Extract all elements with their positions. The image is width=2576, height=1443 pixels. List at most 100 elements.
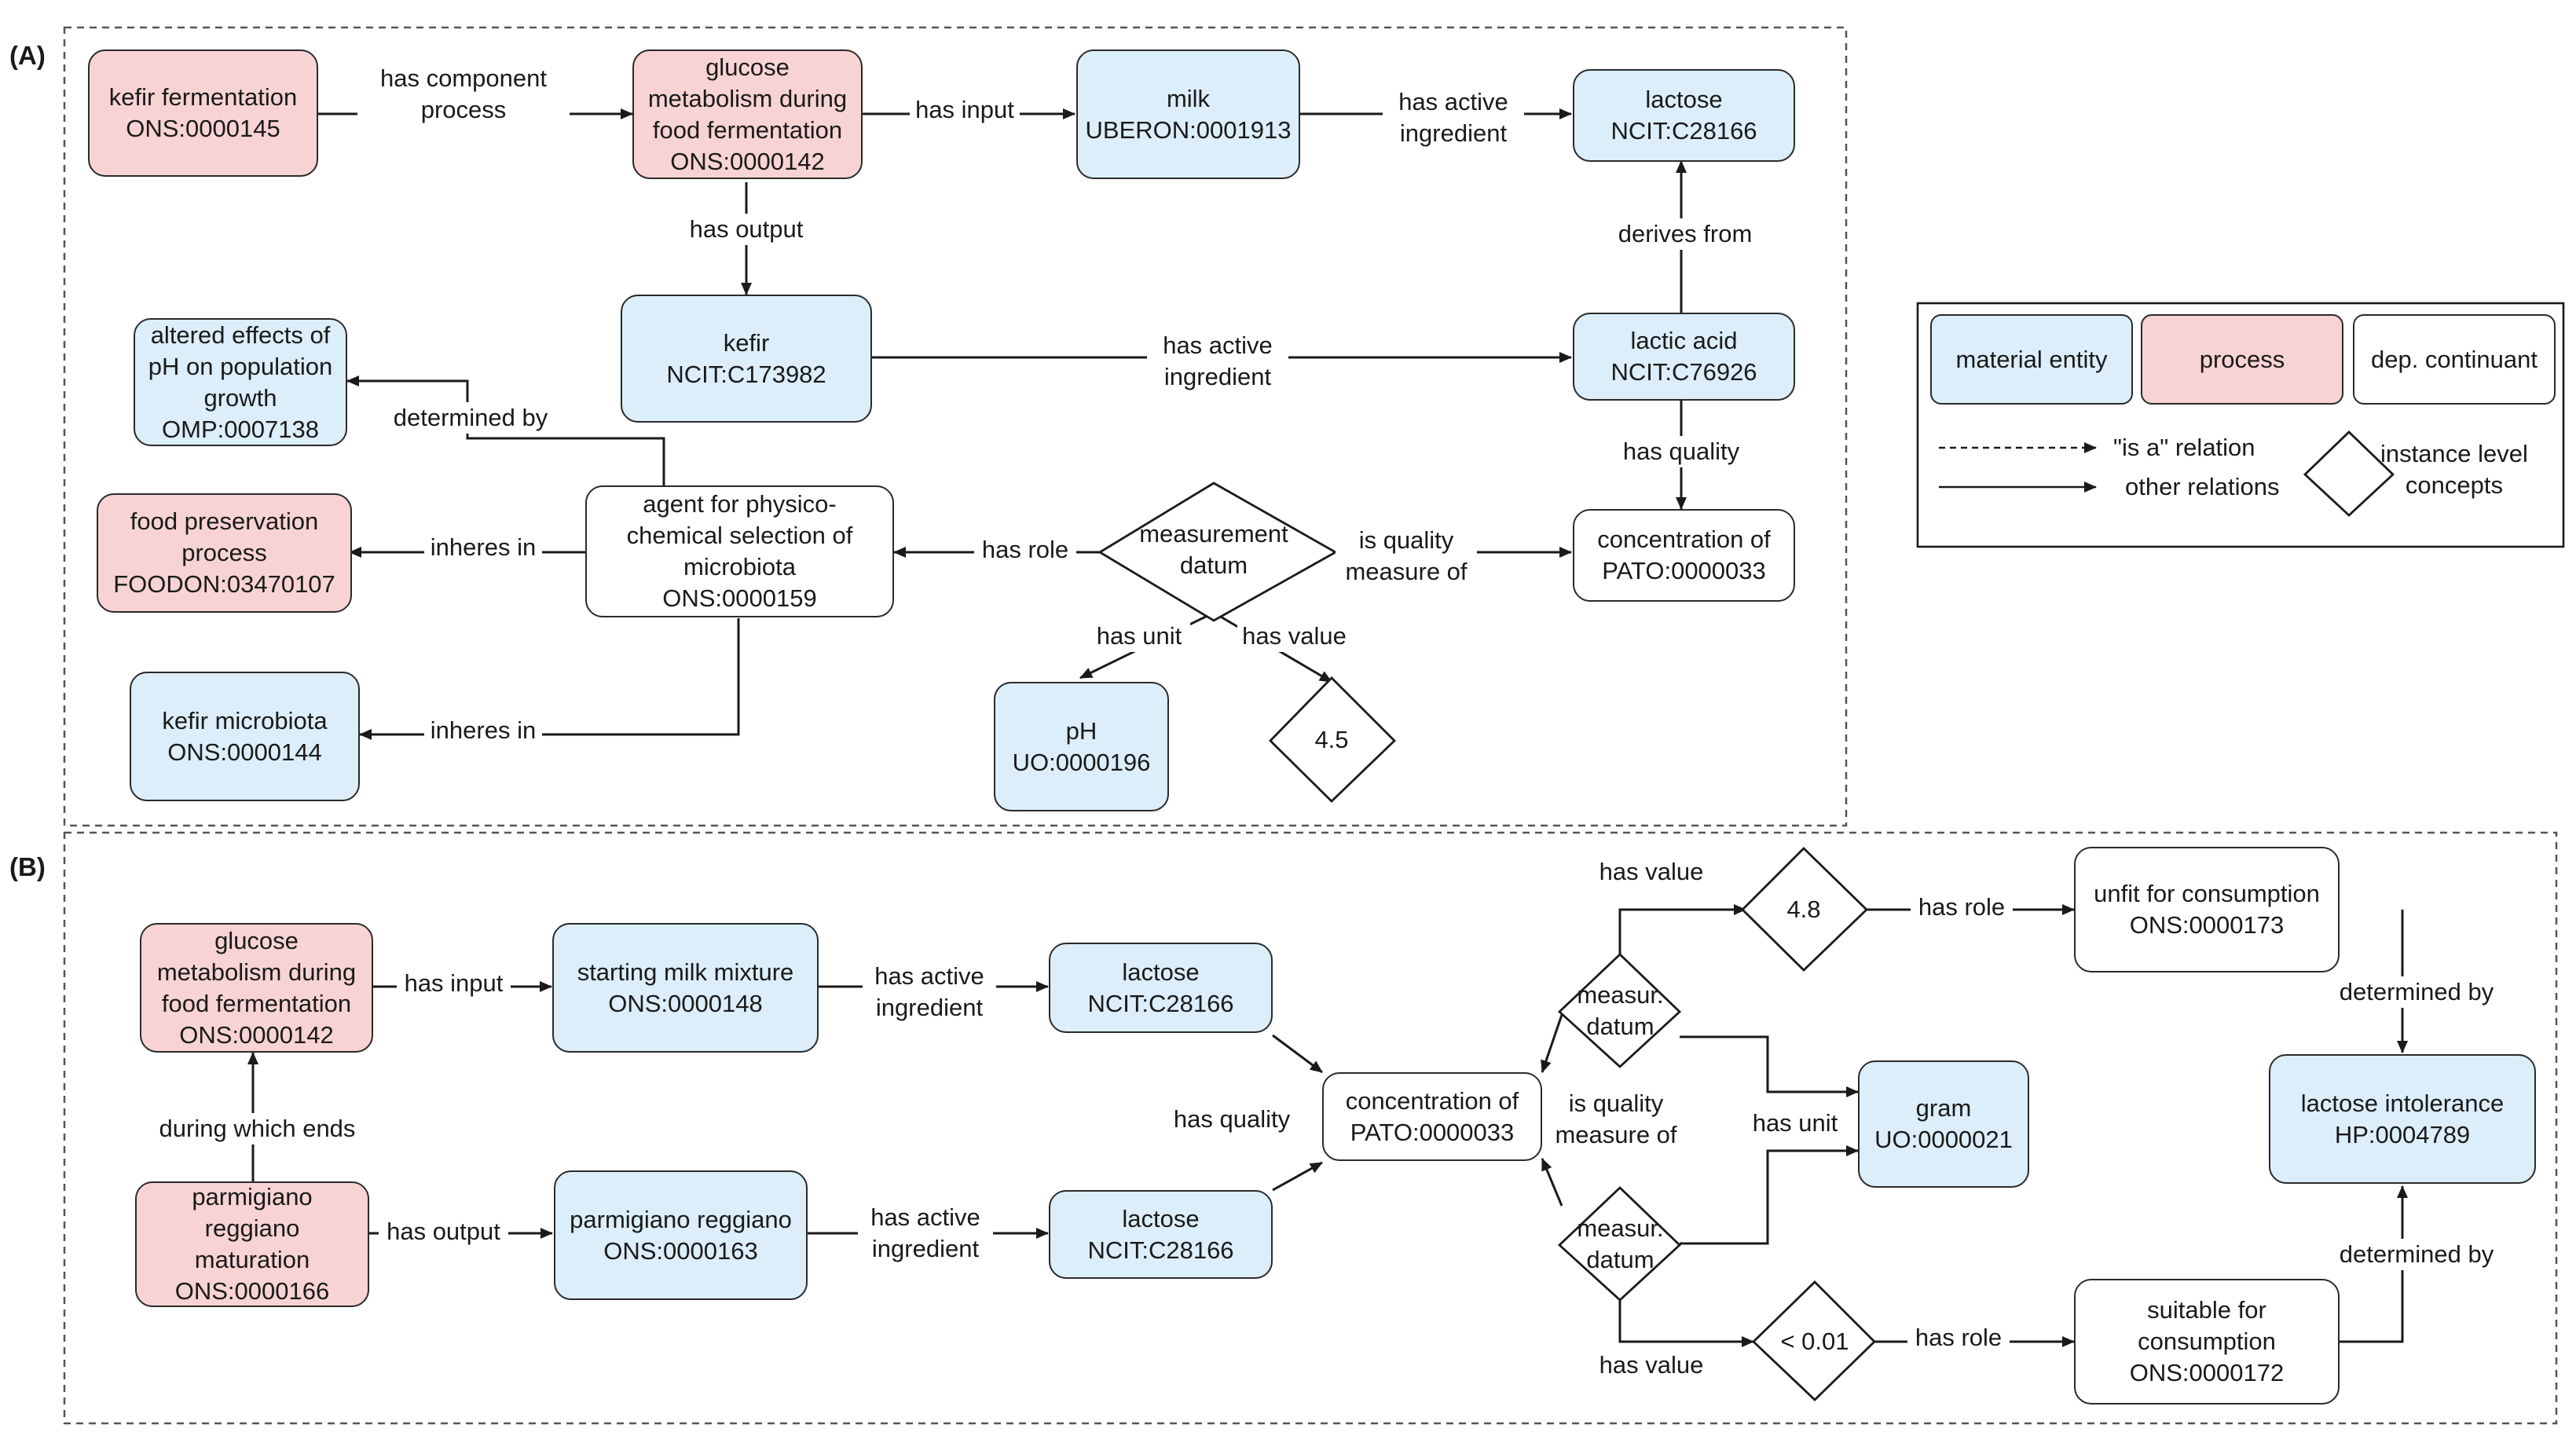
b-value-001-label: < 0.01 bbox=[1780, 1328, 1849, 1355]
node-id: UO:0000196 bbox=[1012, 748, 1151, 776]
node-label: lactose intolerance bbox=[2300, 1089, 2505, 1117]
edge-a-has-active-ingredient-milk-label: has active ingredient bbox=[1383, 86, 1524, 149]
node-label: metabolism during bbox=[647, 84, 848, 112]
node-b-concentration: concentration of PATO:0000033 bbox=[1322, 1072, 1542, 1161]
node-b-parmigiano-reggiano: parmigiano reggiano ONS:0000163 bbox=[554, 1170, 808, 1300]
node-id: UO:0000021 bbox=[1874, 1126, 2013, 1153]
node-id: FOODON:03470107 bbox=[113, 570, 335, 598]
node-id: PATO:0000033 bbox=[1350, 1118, 1515, 1146]
node-id: ONS:0000173 bbox=[2129, 911, 2285, 939]
node-b-starting-milk: starting milk mixture ONS:0000148 bbox=[552, 923, 819, 1053]
node-label: food fermentation bbox=[652, 115, 843, 144]
edge-b-datum-top-to-concentration bbox=[1541, 1014, 1563, 1073]
b-datum-bottom-label: measur. datum bbox=[1563, 1213, 1677, 1276]
edge-text: ingredient bbox=[871, 1235, 980, 1262]
node-a-lactose: lactose NCIT:C28166 bbox=[1573, 69, 1795, 162]
edge-b-has-input-label: has input bbox=[397, 968, 511, 999]
edge-b-has-value-bottom-label: has value bbox=[1588, 1350, 1714, 1381]
node-id: ONS:0000145 bbox=[126, 115, 280, 142]
node-label: metabolism during bbox=[156, 958, 357, 986]
node-id: NCIT:C76926 bbox=[1610, 358, 1757, 386]
node-label: reggiano bbox=[204, 1214, 300, 1242]
node-label: maturation bbox=[194, 1246, 310, 1273]
edge-b-datum-top-has-unit bbox=[1680, 1035, 1859, 1097]
diamond-text: measurement bbox=[1139, 520, 1288, 548]
edge-a-has-output-label: has output bbox=[676, 214, 817, 245]
edge-b-has-value-top-label: has value bbox=[1588, 856, 1714, 888]
edge-a-derives-from-label: derives from bbox=[1610, 218, 1760, 250]
edge-a-has-input-label: has input bbox=[910, 94, 1020, 126]
edge-a-has-value-label: has value bbox=[1237, 621, 1351, 652]
edge-b-datum-bottom-has-unit bbox=[1680, 1145, 1859, 1245]
node-label: food preservation bbox=[130, 507, 319, 535]
node-a-kefir-microbiota: kefir microbiota ONS:0000144 bbox=[130, 672, 360, 801]
node-b-unfit: unfit for consumption ONS:0000173 bbox=[2074, 847, 2340, 972]
edge-b-lactose-1-to-concentration bbox=[1272, 1034, 1323, 1074]
node-label: concentration of bbox=[1345, 1086, 1519, 1115]
node-id: NCIT:C28166 bbox=[1610, 117, 1757, 145]
node-b-parmigiano-maturation: parmigiano reggiano maturation ONS:00001… bbox=[135, 1181, 369, 1307]
node-b-lactose-intolerance: lactose intolerance HP:0004789 bbox=[2269, 1054, 2536, 1184]
b-value-48-label: 4.8 bbox=[1786, 895, 1821, 923]
node-a-altered-effects: altered effects of pH on population grow… bbox=[134, 318, 347, 446]
legend-text: material entity bbox=[1955, 345, 2108, 373]
a-value-45-label: 4.5 bbox=[1314, 726, 1349, 753]
node-label: parmigiano reggiano bbox=[570, 1205, 792, 1233]
edge-b-has-quality-label: has quality bbox=[1161, 1104, 1303, 1135]
edge-a-has-quality-label: has quality bbox=[1610, 436, 1752, 467]
legend-material-swatch: material entity bbox=[1930, 314, 2133, 405]
edge-text: has active bbox=[1398, 88, 1508, 115]
legend-instance-label: instance level concepts bbox=[2380, 438, 2528, 501]
node-label: consumption bbox=[2138, 1328, 2276, 1355]
node-label: suitable for bbox=[2147, 1296, 2266, 1324]
node-b-suitable: suitable for consumption ONS:0000172 bbox=[2074, 1279, 2340, 1405]
edge-b-during-which-ends-label: during which ends bbox=[145, 1113, 369, 1145]
edge-text: ingredient bbox=[1399, 119, 1508, 147]
edge-a-has-component-process-label: has component process bbox=[357, 63, 570, 126]
node-b-lactose-2: lactose NCIT:C28166 bbox=[1049, 1190, 1273, 1279]
node-id: ONS:0000142 bbox=[670, 147, 825, 175]
edge-b-datum-bottom-to-concentration bbox=[1541, 1158, 1563, 1207]
node-label: microbiota bbox=[683, 553, 796, 580]
b-datum-bottom-diamond bbox=[1557, 1186, 1682, 1302]
node-id: ONS:0000159 bbox=[662, 584, 817, 612]
node-id: PATO:0000033 bbox=[1602, 557, 1766, 584]
edge-b-has-role-top-label: has role bbox=[1911, 892, 2013, 923]
edge-b-has-role-bottom-label: has role bbox=[1907, 1322, 2010, 1353]
node-b-lactose-1: lactose NCIT:C28166 bbox=[1049, 943, 1273, 1033]
panel-a-label: (A) bbox=[9, 41, 46, 70]
legend-text: instance level bbox=[2380, 440, 2528, 467]
edge-a-has-unit-label: has unit bbox=[1088, 621, 1190, 652]
b-value-001-diamond bbox=[1751, 1280, 1876, 1401]
a-value-45-diamond bbox=[1269, 676, 1396, 803]
panel-a-border bbox=[63, 26, 1848, 827]
node-id: NCIT:C28166 bbox=[1087, 1236, 1234, 1264]
panel-b-label: (B) bbox=[9, 852, 46, 881]
node-a-kefir-fermentation: kefir fermentation ONS:0000145 bbox=[88, 49, 318, 177]
node-a-glucose-metabolism: glucose metabolism during food fermentat… bbox=[632, 49, 863, 179]
node-label: lactose bbox=[1122, 958, 1200, 986]
node-a-kefir: kefir NCIT:C173982 bbox=[621, 295, 872, 423]
edge-text: measure of bbox=[1345, 558, 1468, 585]
edge-a-has-active-ingredient-kefir-label: has active ingredient bbox=[1147, 330, 1288, 393]
edge-b-has-value-top bbox=[1618, 904, 1746, 957]
node-a-food-preservation: food preservation process FOODON:0347010… bbox=[97, 493, 352, 613]
node-label: glucose bbox=[214, 926, 299, 954]
node-b-glucose-metabolism: glucose metabolism during food fermentat… bbox=[140, 923, 373, 1053]
node-a-lactic-acid: lactic acid NCIT:C76926 bbox=[1573, 313, 1795, 401]
node-id: NCIT:C28166 bbox=[1087, 989, 1234, 1017]
edge-a-inheres-in-2-label: inheres in bbox=[424, 715, 542, 746]
node-label: process bbox=[181, 539, 267, 566]
legend-instance-diamond bbox=[2303, 430, 2395, 517]
node-label: glucose bbox=[705, 53, 790, 81]
panel-b-border bbox=[63, 831, 2558, 1425]
node-label: starting milk mixture bbox=[577, 958, 794, 986]
legend-text: concepts bbox=[2405, 471, 2503, 499]
node-label: lactic acid bbox=[1630, 327, 1738, 354]
edge-text: has active bbox=[874, 962, 984, 990]
diamond-text: measur. bbox=[1577, 981, 1664, 1009]
node-id: OMP:0007138 bbox=[162, 415, 319, 443]
diamond-text: datum bbox=[1586, 1246, 1654, 1273]
node-label: gram bbox=[1915, 1094, 1972, 1122]
